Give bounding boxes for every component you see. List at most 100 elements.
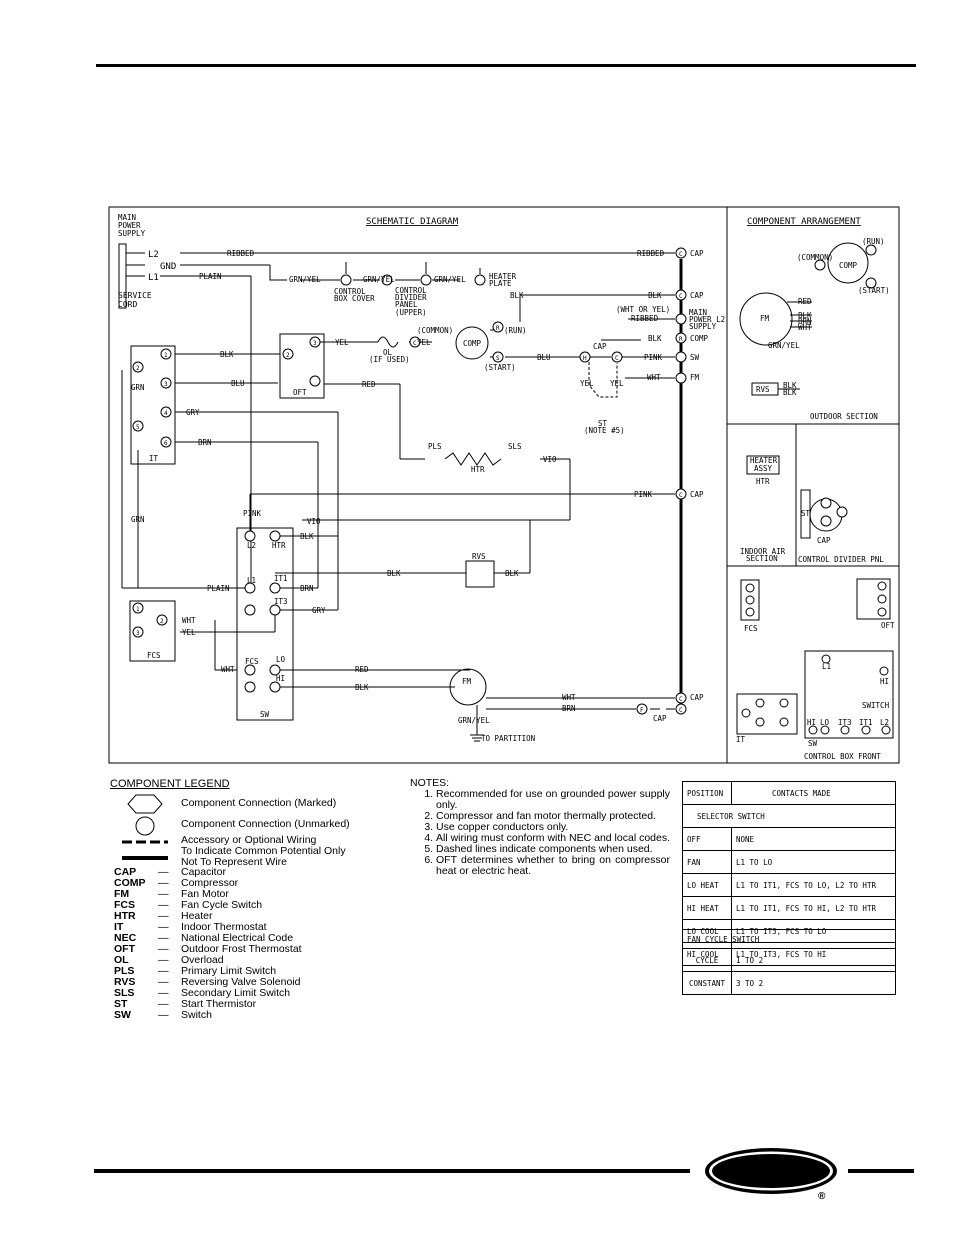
svg-text:CONTROL DIVIDER PNL: CONTROL DIVIDER PNL	[798, 555, 884, 564]
svg-text:1: 1	[136, 606, 140, 613]
note-item: Dashed lines indicate components when us…	[436, 844, 670, 855]
svg-text:COMP: COMP	[463, 339, 482, 348]
svg-text:CONTROL BOX FRONT: CONTROL BOX FRONT	[804, 752, 881, 761]
notes-title: NOTES:	[410, 777, 450, 789]
svg-text:HI: HI	[880, 677, 889, 686]
carrier-logo-text: Carrier	[720, 1157, 822, 1185]
fan-cycle-title: FAN CYCLE SWITCH	[682, 929, 896, 949]
svg-text:CONTROL: CONTROL	[334, 287, 366, 296]
svg-text:R: R	[496, 325, 500, 332]
svg-text:SERVICE: SERVICE	[118, 291, 152, 300]
svg-text:GND: GND	[160, 262, 176, 272]
svg-text:GRN: GRN	[131, 383, 145, 392]
legend-marked: Component Connection (Marked)	[181, 797, 337, 809]
footer-rule-left	[94, 1169, 690, 1173]
svg-text:C: C	[413, 340, 417, 347]
svg-text:POWER: POWER	[118, 221, 141, 230]
svg-text:PLATE: PLATE	[489, 279, 512, 288]
svg-text:BLK: BLK	[783, 381, 797, 390]
svg-text:IT3: IT3	[274, 597, 288, 606]
svg-text:WHT: WHT	[221, 665, 235, 674]
svg-text:ST: ST	[598, 419, 608, 428]
svg-text:LO: LO	[276, 655, 286, 664]
carrier-logo: Carrier	[705, 1148, 837, 1194]
svg-text:GRY: GRY	[186, 408, 200, 417]
svg-text:RVS: RVS	[472, 552, 486, 561]
svg-text:(START): (START)	[858, 286, 890, 295]
legend-accessory: Accessory or Optional Wiring	[181, 834, 317, 846]
svg-text:BLK: BLK	[387, 569, 401, 578]
svg-text:CAP: CAP	[817, 536, 831, 545]
svg-text:SECTION: SECTION	[746, 554, 778, 563]
svg-text:BRN: BRN	[198, 438, 212, 447]
svg-text:WHT: WHT	[798, 323, 812, 332]
svg-text:ST: ST	[801, 509, 811, 518]
svg-text:L2: L2	[148, 250, 159, 260]
svg-text:HI: HI	[807, 718, 816, 727]
svg-text:SW: SW	[690, 353, 700, 362]
svg-text:HEATER: HEATER	[750, 456, 778, 465]
svg-text:HEATER: HEATER	[489, 272, 517, 281]
svg-text:BRN: BRN	[300, 584, 314, 593]
svg-text:2: 2	[286, 352, 290, 359]
svg-text:CAP: CAP	[690, 490, 704, 499]
svg-text:YEL: YEL	[417, 338, 431, 347]
svg-text:BLK: BLK	[505, 569, 519, 578]
svg-text:GRY: GRY	[312, 606, 326, 615]
table-row: SELECTOR SWITCH	[682, 804, 896, 828]
position-header: POSITION	[682, 781, 732, 805]
svg-text:FCS: FCS	[245, 657, 259, 666]
svg-text:RIBBED: RIBBED	[637, 249, 665, 258]
svg-text:2: 2	[136, 365, 140, 372]
note-item: Compressor and fan motor thermally prote…	[436, 811, 670, 822]
svg-text:L1: L1	[822, 662, 831, 671]
svg-text:L1: L1	[247, 576, 256, 585]
svg-text:SWITCH: SWITCH	[862, 701, 890, 710]
contacts-header: CONTACTS MADE	[731, 781, 896, 805]
note-item: All wiring must conform with NEC and loc…	[436, 833, 670, 844]
svg-text:BRN: BRN	[562, 704, 576, 713]
svg-text:IT: IT	[736, 735, 746, 744]
svg-text:VIO: VIO	[307, 517, 321, 526]
svg-text:(RUN): (RUN)	[862, 237, 885, 246]
footer-rule-right	[848, 1169, 914, 1173]
svg-text:RED: RED	[362, 380, 376, 389]
svg-text:SW: SW	[808, 739, 818, 748]
svg-text:BLK: BLK	[648, 291, 662, 300]
svg-text:WHT: WHT	[182, 616, 196, 625]
svg-text:POWER L2: POWER L2	[689, 315, 725, 324]
svg-text:IT1: IT1	[274, 574, 288, 583]
svg-text:(RUN): (RUN)	[504, 326, 527, 335]
selector-switch-table: POSITION CONTACTS MADE SELECTOR SWITCH O…	[682, 781, 896, 966]
svg-text:C: C	[679, 707, 683, 714]
wiring-diagram: SCHEMATIC DIAGRAM MAIN POWER SUPPLY SERV…	[108, 206, 900, 764]
legend-unmarked: Component Connection (Unmarked)	[181, 818, 350, 830]
svg-text:HTR: HTR	[471, 465, 485, 474]
svg-text:CAP: CAP	[690, 291, 704, 300]
svg-text:OUTDOOR SECTION: OUTDOOR SECTION	[810, 412, 878, 421]
svg-text:FM: FM	[690, 373, 700, 382]
svg-text:IT: IT	[149, 454, 159, 463]
svg-text:HI: HI	[276, 674, 285, 683]
selector-title: SELECTOR SWITCH	[682, 804, 896, 828]
svg-text:BLK: BLK	[798, 311, 812, 320]
svg-text:CAP: CAP	[653, 714, 667, 723]
svg-text:H: H	[583, 355, 587, 362]
legend-not-wire: Not To Represent Wire	[181, 856, 288, 868]
legend-common: To Indicate Common Potential Only	[181, 845, 346, 857]
svg-text:1: 1	[164, 352, 168, 359]
svg-text:RIBBED: RIBBED	[227, 249, 255, 258]
header-rule	[96, 64, 916, 67]
svg-text:C: C	[679, 492, 683, 499]
svg-text:BLK: BLK	[783, 388, 797, 397]
svg-text:YEL: YEL	[580, 379, 594, 388]
svg-text:YEL: YEL	[335, 338, 349, 347]
svg-text:BRN: BRN	[798, 317, 812, 326]
svg-text:COMP: COMP	[690, 334, 709, 343]
svg-text:GRN/YEL: GRN/YEL	[458, 716, 490, 725]
svg-text:YEL: YEL	[610, 379, 624, 388]
svg-text:WHT: WHT	[647, 373, 661, 382]
svg-text:(IF USED): (IF USED)	[369, 355, 410, 364]
